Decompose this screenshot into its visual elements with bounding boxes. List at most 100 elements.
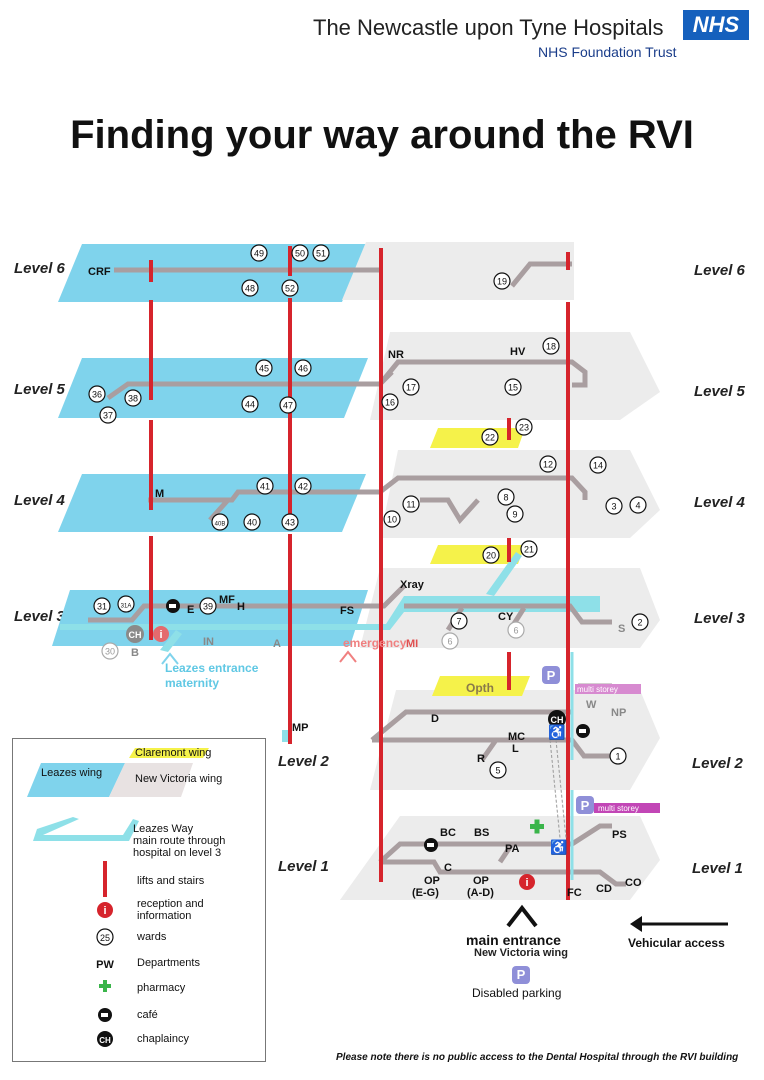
ward-marker: 44 bbox=[241, 395, 259, 413]
svg-text:CH: CH bbox=[129, 630, 142, 640]
maternity-label: maternity bbox=[165, 676, 219, 690]
reception-icon: i bbox=[519, 874, 535, 890]
svg-text:P: P bbox=[547, 668, 556, 683]
ward-marker: 49 bbox=[250, 244, 268, 262]
svg-text:i: i bbox=[103, 905, 106, 917]
level-4-label-right: Level 4 bbox=[694, 494, 745, 511]
ward-marker: 16 bbox=[381, 393, 399, 411]
level-4-label-left: Level 4 bbox=[14, 492, 65, 509]
ward-number: 19 bbox=[497, 277, 507, 287]
ward-number: 21 bbox=[524, 545, 534, 555]
ward-marker: 17 bbox=[402, 378, 420, 396]
ward-number: 31A bbox=[121, 604, 132, 610]
ward-marker: 31A bbox=[117, 595, 135, 613]
multi-storey-badge bbox=[575, 684, 641, 694]
ward-number: 7 bbox=[456, 617, 461, 627]
ward-marker: 36 bbox=[88, 385, 106, 403]
ward-marker: 4 bbox=[629, 496, 647, 514]
ward-marker: 6 bbox=[441, 632, 459, 650]
legend-cafe: café bbox=[137, 1009, 158, 1021]
cafe-icon bbox=[166, 599, 180, 613]
level-6-label-right: Level 6 bbox=[694, 262, 745, 279]
dental-hospital-note: Please note there is no public access to… bbox=[336, 1052, 739, 1063]
new-victoria-wing-floors bbox=[340, 242, 660, 900]
ward-number: 5 bbox=[495, 766, 500, 776]
ward-number: 22 bbox=[485, 433, 495, 443]
department-label-hv: HV bbox=[510, 346, 526, 358]
ward-marker: 12 bbox=[539, 455, 557, 473]
ward-marker: 42 bbox=[294, 477, 312, 495]
ward-marker: 5 bbox=[489, 761, 507, 779]
svg-text:PW: PW bbox=[96, 959, 114, 971]
legend-leazes: Leazes wing bbox=[41, 767, 103, 779]
ward-number: 4 bbox=[635, 501, 640, 511]
legend-departments: Departments bbox=[137, 957, 200, 969]
nhs-logo: NHS bbox=[683, 10, 749, 40]
emergency-arrow-icon bbox=[339, 650, 357, 663]
department-label-mi: MI bbox=[406, 638, 418, 650]
department-label-bc: BC bbox=[440, 827, 456, 839]
legend-wards: wards bbox=[137, 931, 167, 943]
multi-storey-label: multi storey bbox=[598, 804, 639, 813]
ward-number: 20 bbox=[486, 551, 496, 561]
level-3-label-left: Level 3 bbox=[14, 608, 65, 625]
ward-marker: 51 bbox=[312, 244, 330, 262]
department-label-xray: Xray bbox=[400, 579, 425, 591]
legend-reception-1: reception and bbox=[137, 898, 204, 910]
department-label-op2: OP bbox=[473, 875, 489, 887]
disabled-access-icon: ♿ bbox=[550, 839, 567, 856]
ward-number: 18 bbox=[546, 342, 556, 352]
department-label-op2r: (A-D) bbox=[467, 887, 494, 899]
ward-number: 6 bbox=[513, 626, 518, 636]
ward-marker: 47 bbox=[279, 396, 297, 414]
ward-number: 45 bbox=[259, 364, 269, 374]
level-1-label-right: Level 1 bbox=[692, 860, 743, 877]
department-label-bs: BS bbox=[474, 827, 489, 839]
ward-marker: 52 bbox=[281, 279, 299, 297]
chaplaincy-icon: CH bbox=[126, 625, 144, 643]
department-label-in: IN bbox=[203, 636, 214, 648]
legend-chaplaincy: chaplaincy bbox=[137, 1033, 189, 1045]
ward-number: 9 bbox=[512, 510, 517, 520]
legend-lifts: lifts and stairs bbox=[137, 875, 205, 887]
department-label-mc: MC bbox=[508, 731, 525, 743]
ward-marker: 41 bbox=[256, 477, 274, 495]
ward-marker: 40B bbox=[211, 513, 229, 531]
ward-number: 41 bbox=[260, 482, 270, 492]
claremont-wing-floors bbox=[430, 428, 530, 696]
ward-marker: 3 bbox=[605, 497, 623, 515]
ward-number: 15 bbox=[508, 383, 518, 393]
svg-text:CH: CH bbox=[551, 715, 564, 725]
main-entrance-arrow-icon bbox=[506, 904, 538, 928]
ward-marker: 23 bbox=[515, 418, 533, 436]
parking-icon: P bbox=[576, 796, 594, 814]
department-label-mp: MP bbox=[292, 722, 309, 734]
department-label-op1: OP bbox=[424, 875, 440, 887]
trust-name: NHS Foundation Trust bbox=[538, 44, 677, 60]
department-label-fc: FC bbox=[567, 887, 582, 899]
level-2-label-right: Level 2 bbox=[692, 755, 743, 772]
department-label-crf: CRF bbox=[88, 266, 111, 278]
department-label-m: M bbox=[155, 488, 164, 500]
department-label-nr: NR bbox=[388, 349, 404, 361]
department-label-opth: Opth bbox=[466, 681, 494, 695]
ward-number: 37 bbox=[103, 411, 113, 421]
ward-marker: 6 bbox=[507, 621, 525, 639]
ward-number: 10 bbox=[387, 515, 397, 525]
department-label-cy: CY bbox=[498, 611, 514, 623]
ward-marker: 38 bbox=[124, 389, 142, 407]
ward-number: 6 bbox=[447, 637, 452, 647]
ward-marker: 21 bbox=[520, 540, 538, 558]
lifts-and-stairs bbox=[149, 246, 570, 900]
svg-text:i: i bbox=[525, 877, 528, 889]
multi-storey-badge bbox=[594, 803, 660, 813]
ward-number: 30 bbox=[105, 647, 115, 657]
main-entrance-label: main entrance bbox=[466, 932, 561, 948]
organisation-name: The Newcastle upon Tyne Hospitals bbox=[313, 15, 664, 40]
ward-number: 40B bbox=[215, 522, 226, 528]
cafe-icon bbox=[576, 724, 590, 738]
main-entrance-wing: New Victoria wing bbox=[474, 947, 568, 959]
department-label-op1r: (E-G) bbox=[412, 887, 439, 899]
chaplaincy-icon: CH bbox=[548, 710, 566, 728]
